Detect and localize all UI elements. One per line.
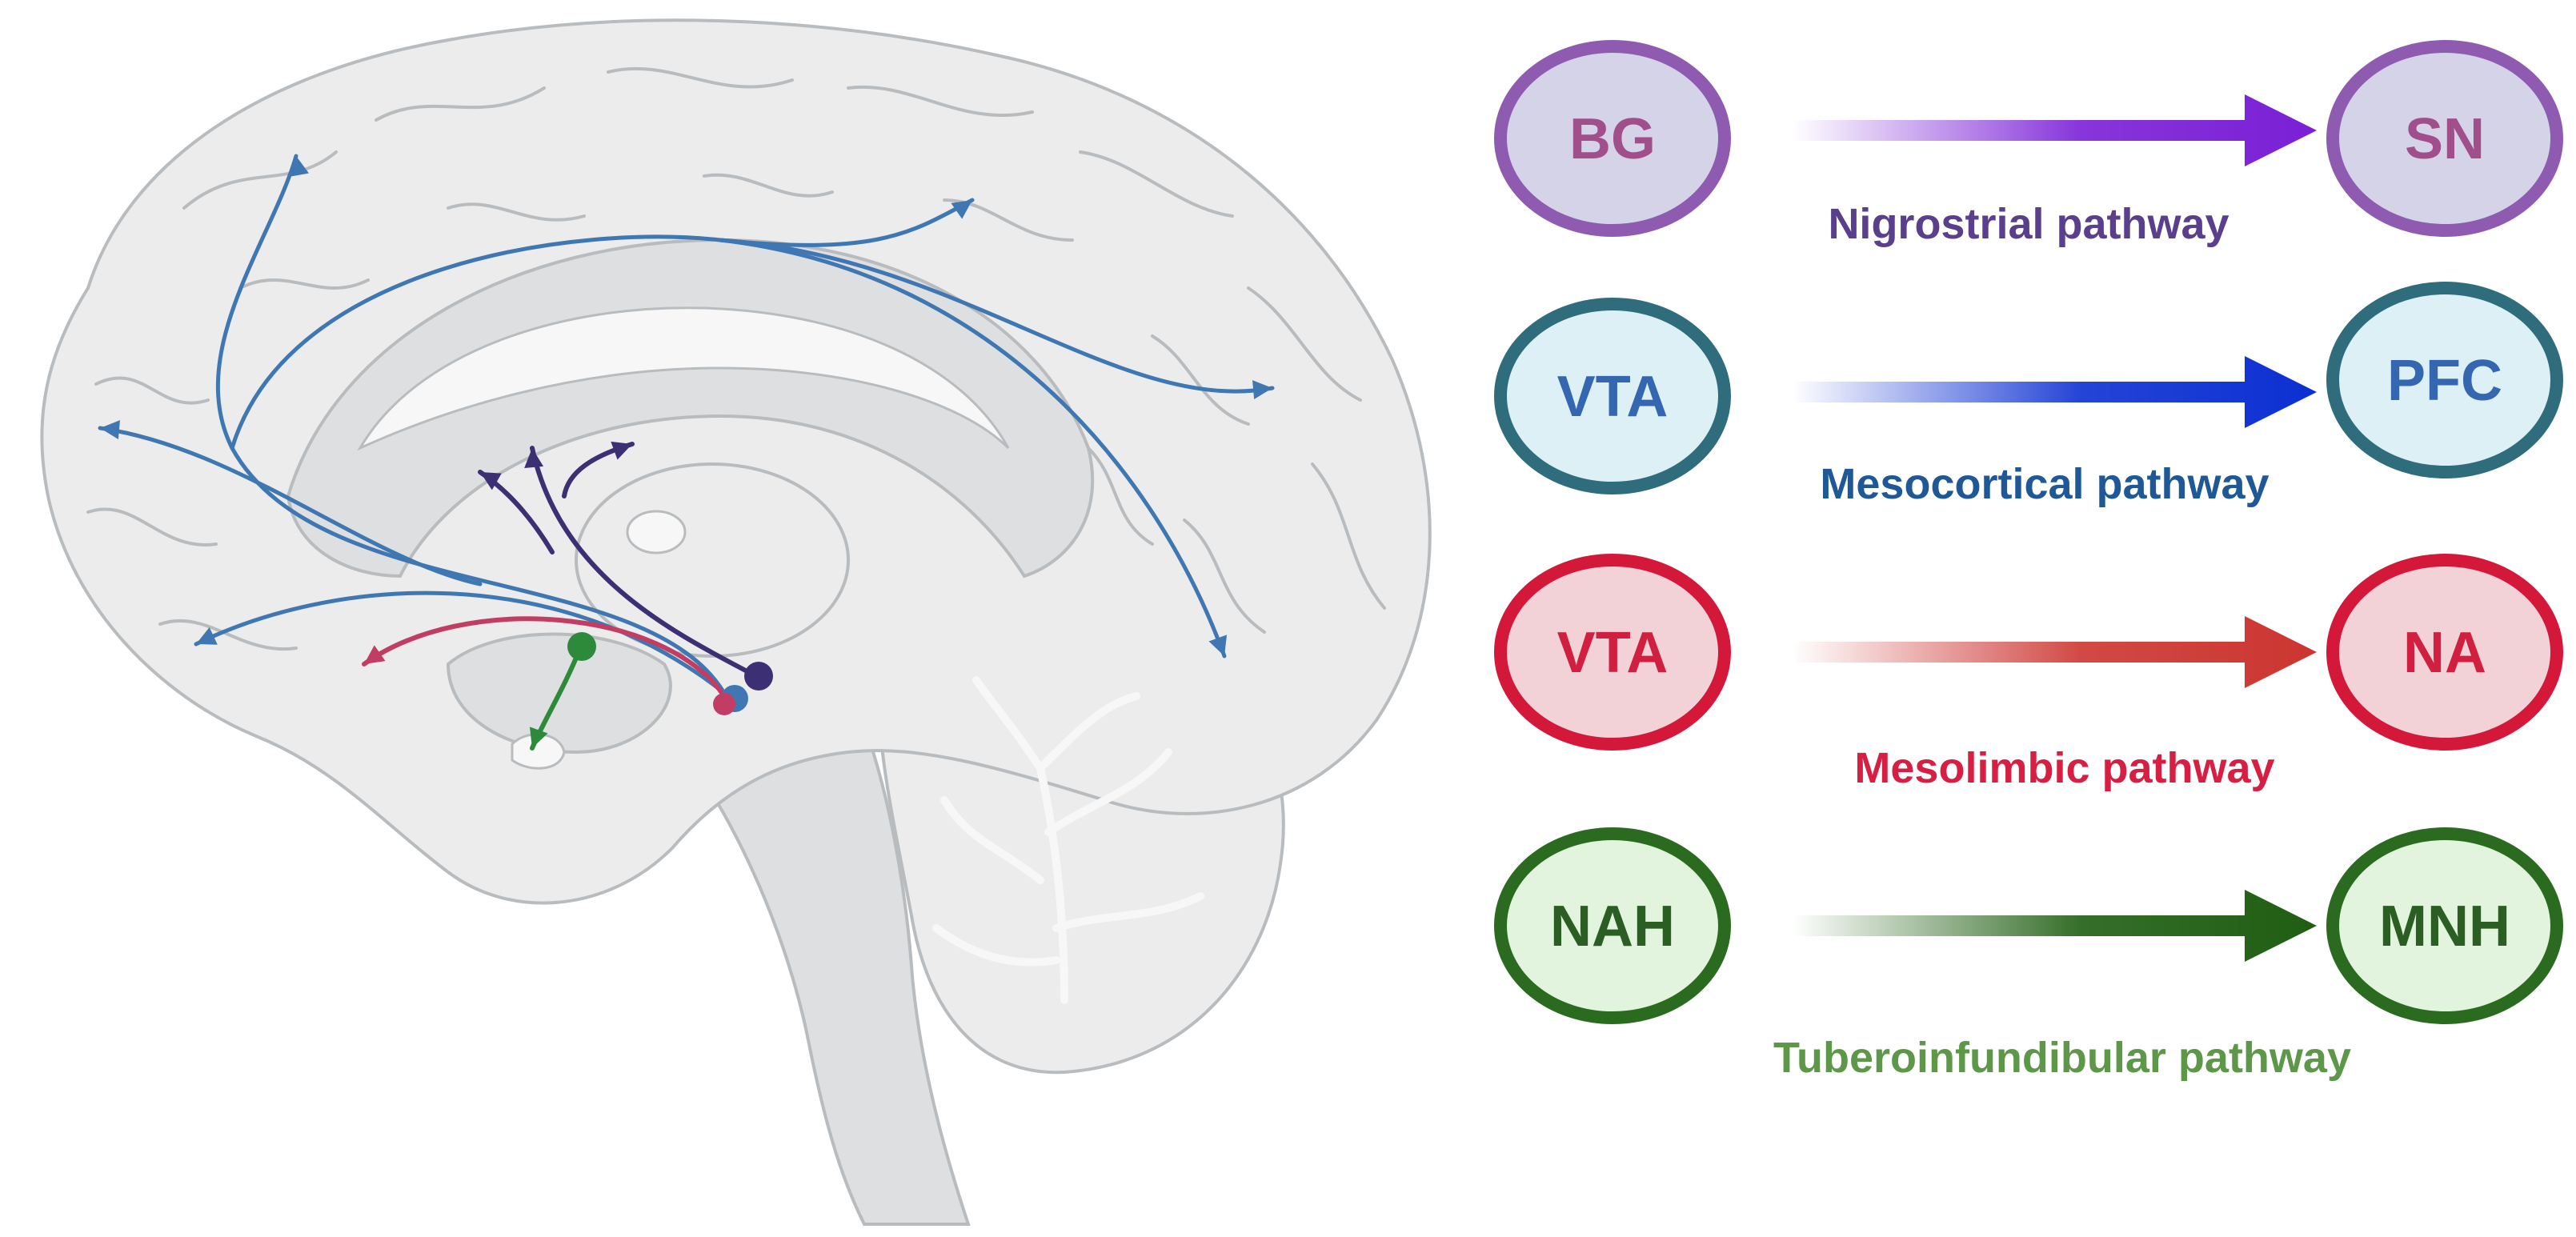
mesolimbic-origin-dot xyxy=(713,693,735,715)
target-node-label: PFC xyxy=(2387,349,2502,413)
target-node-label: SN xyxy=(2405,107,2485,171)
target-node-mnh xyxy=(2326,827,2563,1024)
mesocortical-tract-anterior xyxy=(98,426,483,586)
pathway-row-mesolimbic: VTA NA Mesolimbic pathway xyxy=(1494,554,2563,792)
source-node-label: VTA xyxy=(1557,621,1669,685)
interthalamic-adhesion xyxy=(626,510,687,554)
source-node-vta xyxy=(1494,298,1731,494)
brain-illustration xyxy=(40,18,1432,1226)
brainstem xyxy=(652,686,971,1226)
arrowhead-occipital xyxy=(1208,635,1228,656)
source-node-label: BG xyxy=(1569,107,1656,171)
target-node-sn xyxy=(2326,40,2563,237)
source-node-label: NAH xyxy=(1550,895,1675,959)
arrowhead-limbic xyxy=(364,645,386,664)
pathway-arrow xyxy=(1793,94,2317,166)
pathway-arrow xyxy=(1793,616,2317,688)
arrowhead-pituitary xyxy=(529,727,548,748)
mesocortical-tract-orbital xyxy=(194,590,731,699)
tuberoinfundibular-origin-dot xyxy=(567,632,596,661)
pathway-name: Nigrostrial pathway xyxy=(1828,200,2229,248)
pathway-row-tuberoinfundibular: NAH MNH Tuberoinfundibular pathway xyxy=(1494,827,2563,1082)
pathway-row-nigrostrial: BG SN Nigrostrial pathway xyxy=(1494,40,2563,248)
arrowhead-superior xyxy=(951,200,972,219)
arrowhead-orbital xyxy=(196,627,218,645)
mesocortical-tracts xyxy=(98,154,1275,703)
pathway-name: Mesolimbic pathway xyxy=(1854,744,2274,792)
thalamus xyxy=(575,462,850,658)
target-node-pfc xyxy=(2326,282,2563,478)
arrowhead-parietal xyxy=(1252,380,1272,400)
arrowhead-striatal-1 xyxy=(524,448,544,468)
arrowhead-frontal xyxy=(290,156,309,177)
target-node-label: MNH xyxy=(2379,895,2510,959)
lateral-ventricle xyxy=(357,306,1010,451)
target-node-na xyxy=(2326,554,2563,751)
pathway-name: Tuberoinfundibular pathway xyxy=(1773,1034,2351,1082)
mesocortical-tract-frontal xyxy=(215,154,731,703)
source-node-label: VTA xyxy=(1557,365,1669,429)
cortical-folds xyxy=(86,66,1386,651)
mesocortical-tract-superior xyxy=(230,198,975,450)
mesocortical-tract-parietal xyxy=(718,238,1275,394)
arbor-vitae xyxy=(932,676,1204,1004)
arrowhead-striatal-3 xyxy=(611,441,632,460)
pathway-row-mesocortical: VTA PFC Mesocortical pathway xyxy=(1494,282,2563,508)
pathway-name: Mesocortical pathway xyxy=(1820,460,2269,508)
source-node-bg xyxy=(1494,40,1731,237)
source-node-vta xyxy=(1494,554,1731,751)
arrowhead-striatal-2 xyxy=(480,472,502,490)
corpus-callosum xyxy=(286,238,1095,578)
nigrostriatal-origin-dot xyxy=(744,662,773,691)
source-node-nah xyxy=(1494,827,1731,1024)
pathway-arrow xyxy=(1793,890,2317,962)
mesolimbic-tract xyxy=(362,616,727,699)
pathway-arrow xyxy=(1793,356,2317,428)
pathway-legend: BG SN Nigrostrial pathway VTA PFC Mesoco… xyxy=(1494,40,2563,1082)
target-node-label: NA xyxy=(2403,621,2486,685)
cerebrum xyxy=(40,18,1432,905)
arrowhead-anterior xyxy=(100,420,120,440)
mesocortical-tract-occipital xyxy=(718,238,1227,659)
